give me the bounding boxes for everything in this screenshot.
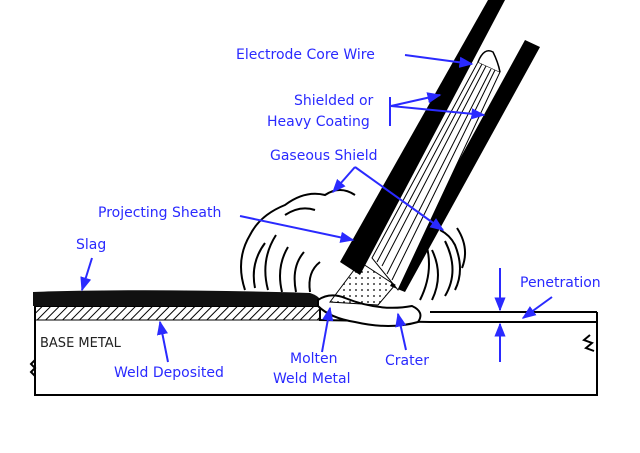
label-electrode-core-wire: Electrode Core Wire [236, 47, 375, 63]
label-slag: Slag [76, 237, 107, 253]
arc-stream [329, 261, 396, 306]
label-weld-metal: Weld Metal [273, 371, 351, 387]
label-gaseous-shield: Gaseous Shield [270, 148, 378, 164]
label-heavy-coating: Heavy Coating [267, 114, 370, 130]
label-penetration: Penetration [520, 275, 601, 291]
label-weld-deposited: Weld Deposited [114, 365, 224, 381]
label-crater: Crater [385, 353, 429, 369]
slag-layer [33, 290, 321, 306]
label-shielded-or: Shielded or [294, 93, 374, 109]
label-molten: Molten [290, 351, 338, 367]
weld-deposited [34, 305, 321, 321]
label-base-metal: BASE METAL [40, 336, 121, 351]
callout-arrows [80, 54, 553, 363]
electrode [329, 0, 540, 306]
label-projecting-sheath: Projecting Sheath [98, 205, 222, 221]
